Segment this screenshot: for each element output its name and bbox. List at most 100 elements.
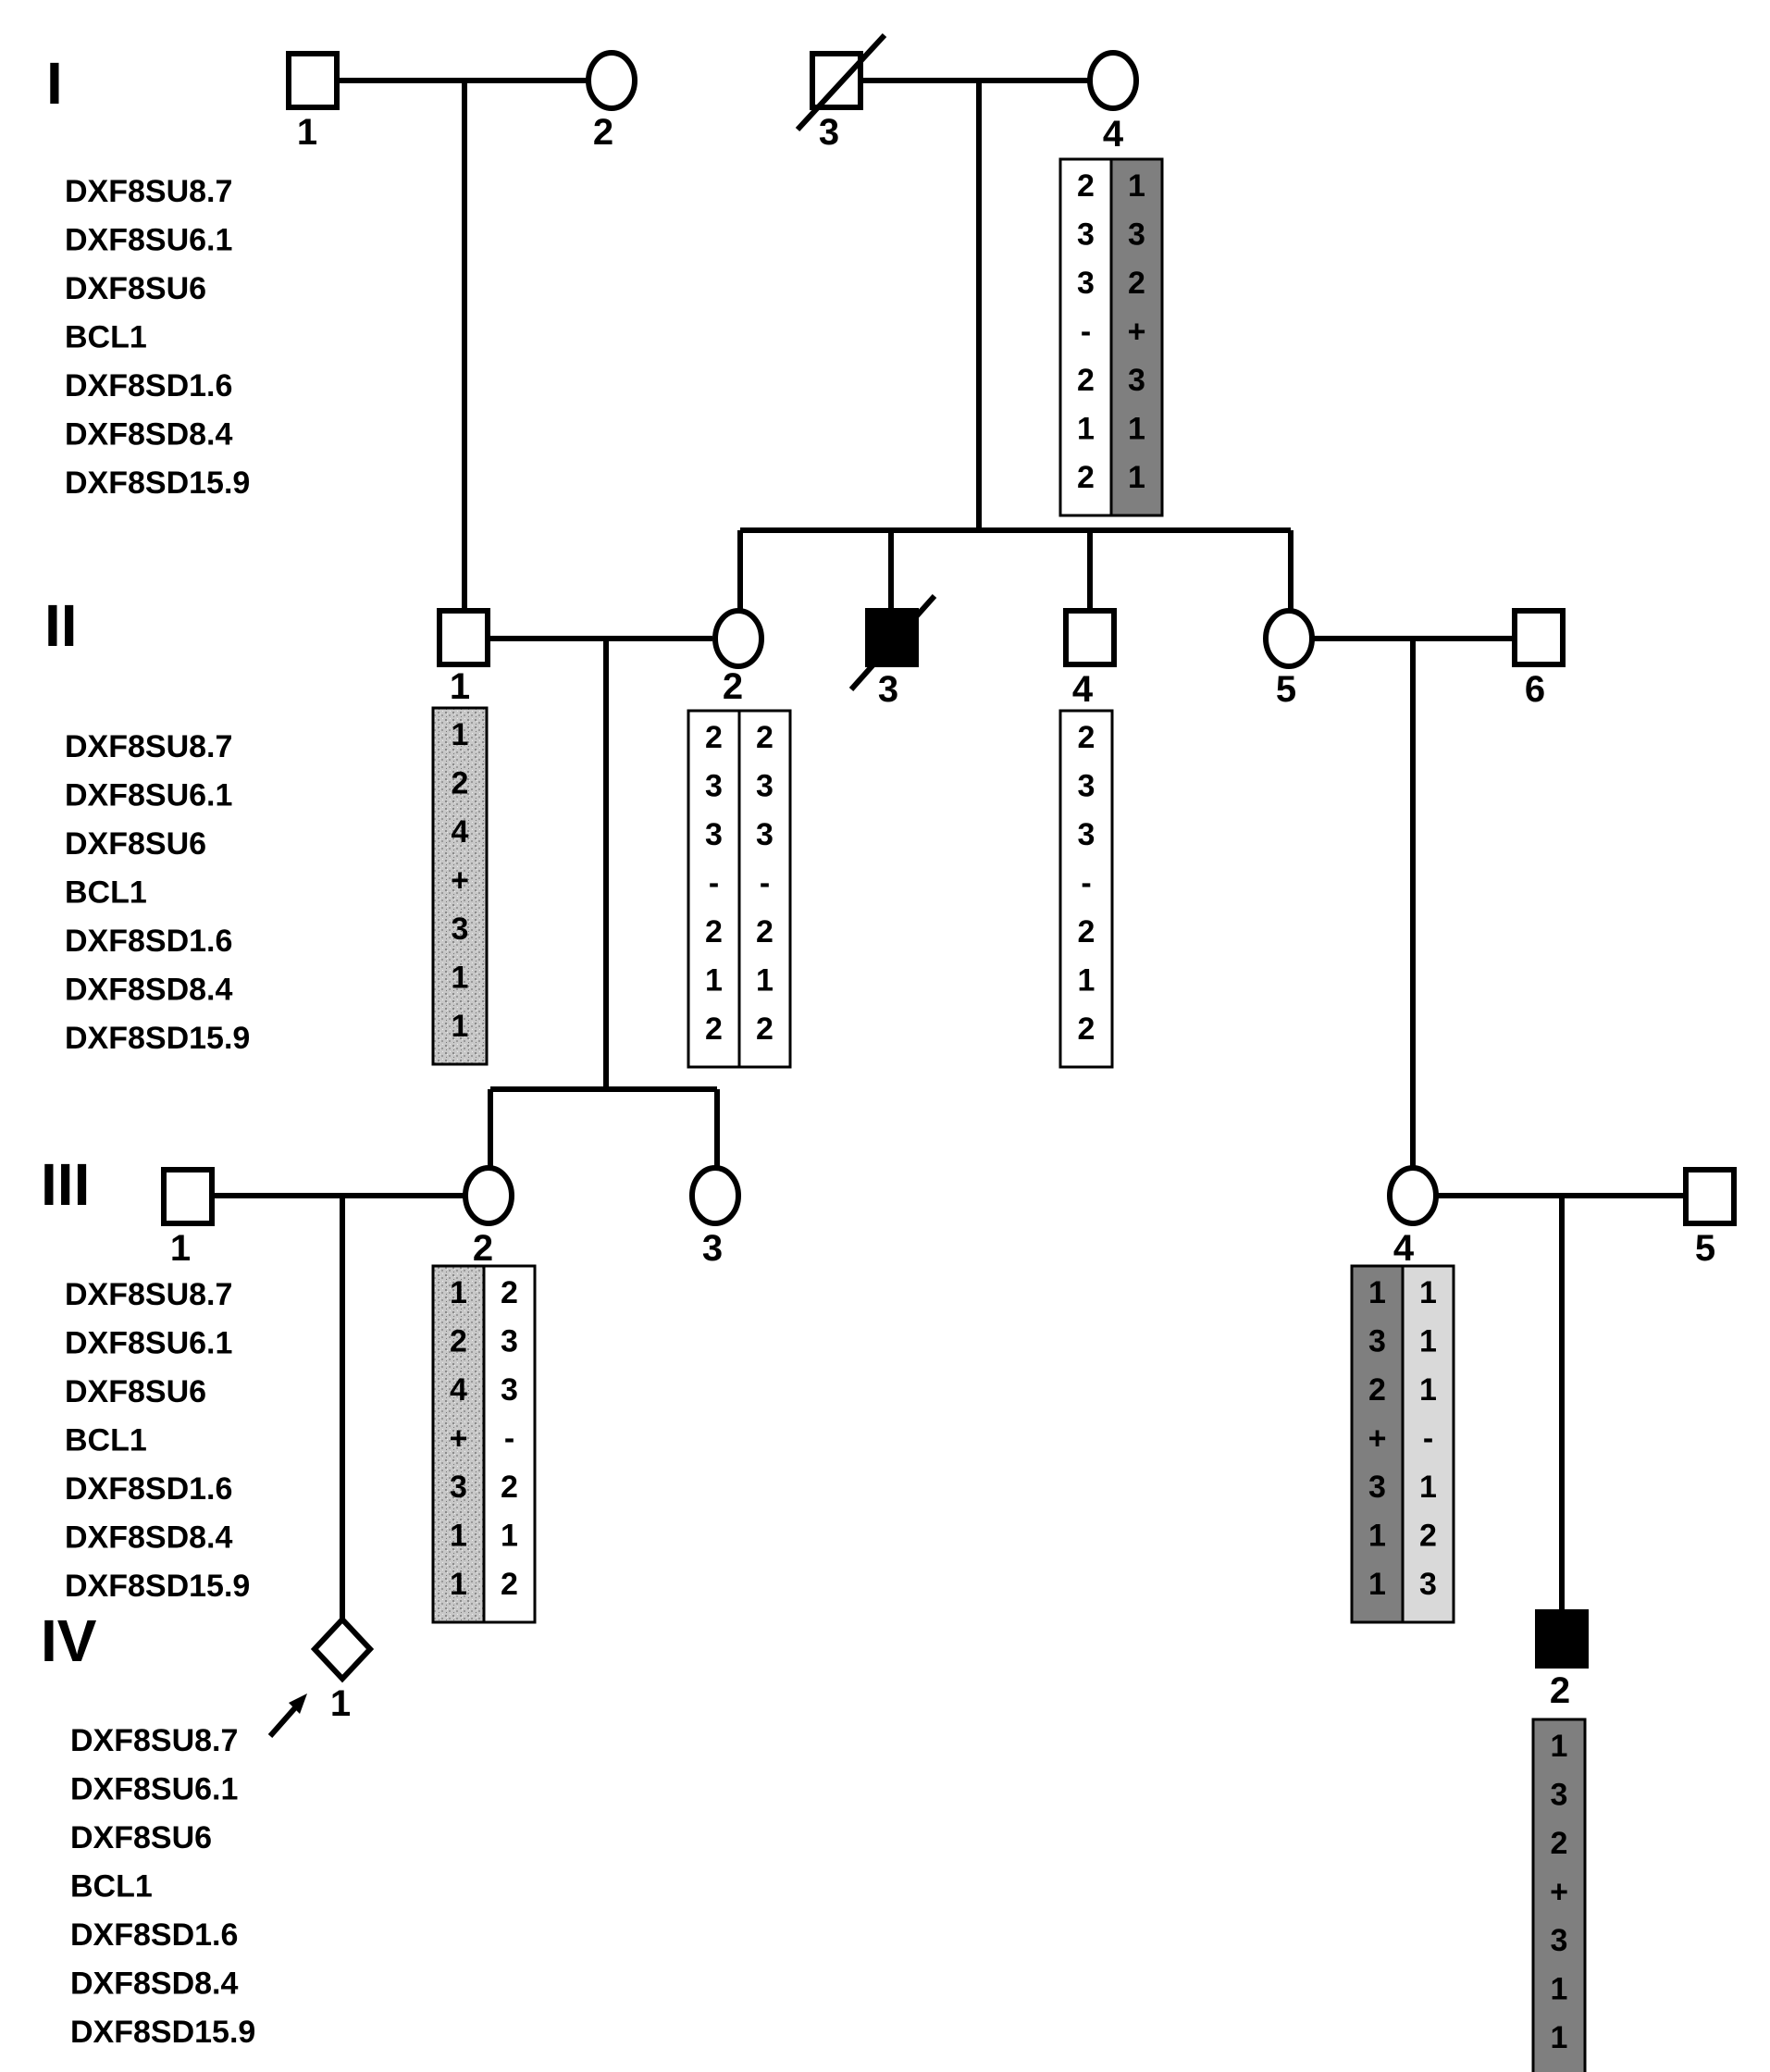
allele-value: + (1550, 1875, 1568, 1910)
generation-labels: I II III IV (41, 50, 97, 1674)
marker-label: DXF8SU8.7 (65, 1277, 232, 1312)
allele-value: 2 (756, 914, 774, 949)
allele-value: 3 (501, 1372, 518, 1408)
allele-value: 2 (1551, 1826, 1568, 1861)
marker-label: DXF8SD15.9 (70, 2015, 255, 2050)
haplotype-column-speckled (431, 1264, 486, 1624)
individual-IV-2-affected-male-symbol[interactable] (1535, 1609, 1589, 1669)
haplotype-column-white (1058, 157, 1113, 517)
proband-arrow-icon (267, 1694, 307, 1738)
marker-label: DXF8SU6.1 (65, 1326, 232, 1361)
allele-value: 1 (1419, 1470, 1437, 1505)
individual-number-I-2: 2 (593, 112, 613, 153)
marker-list-gen-III: DXF8SU8.7DXF8SU6.1DXF8SU6BCL1DXF8SD1.6DX… (65, 1277, 250, 1604)
haplotype-column-white (1058, 709, 1114, 1069)
haplotype-box-II-1: 124+311 (431, 706, 489, 1066)
individual-III-2-female-symbol[interactable] (463, 1165, 514, 1226)
marker-label: DXF8SU6.1 (70, 1772, 238, 1807)
allele-value: 1 (452, 717, 469, 752)
allele-value: 3 (756, 817, 774, 852)
marker-label: DXF8SD8.4 (70, 1967, 238, 2002)
marker-label: DXF8SU6 (65, 271, 206, 306)
individual-II-3-affected-male-symbol[interactable] (865, 608, 919, 667)
allele-value: 1 (1551, 2020, 1568, 2055)
individual-I-4-female-symbol[interactable] (1087, 50, 1139, 111)
individual-III-4-female-symbol[interactable] (1387, 1165, 1439, 1226)
individual-III-3-female-symbol[interactable] (689, 1165, 741, 1226)
allele-value: 3 (1128, 363, 1145, 398)
individual-II-1-male-symbol[interactable] (437, 608, 490, 667)
allele-value: 1 (1368, 1519, 1386, 1554)
allele-value: 3 (1419, 1567, 1437, 1602)
haplotype-boxes: 233-212132+311124+311233-212233-212233-2… (431, 157, 1587, 2072)
allele-value: 2 (452, 766, 469, 801)
marker-label: DXF8SD8.4 (65, 973, 232, 1008)
generation-label-IV: IV (41, 1607, 97, 1674)
pedigree-lines (211, 78, 1686, 1619)
allele-value: 3 (1077, 266, 1095, 301)
allele-value: 1 (450, 1567, 467, 1602)
allele-value: 3 (1551, 1778, 1568, 1813)
marker-label: DXF8SU8.7 (70, 1723, 238, 1758)
individual-II-5-female-symbol[interactable] (1263, 608, 1315, 669)
marker-label: DXF8SD15.9 (65, 465, 250, 501)
allele-value: 3 (1368, 1470, 1386, 1505)
marker-label: DXF8SU6 (70, 1820, 212, 1855)
haplotype-column-white (482, 1264, 537, 1624)
allele-value: - (1081, 315, 1091, 350)
individual-I-3-male-symbol[interactable] (810, 51, 863, 110)
allele-value: 1 (452, 961, 469, 996)
individual-I-1-male-symbol[interactable] (286, 51, 340, 110)
allele-value: 2 (1128, 266, 1145, 301)
allele-value: 3 (1078, 817, 1095, 852)
individual-II-6-male-symbol[interactable] (1512, 608, 1566, 667)
marker-lists: DXF8SU8.7DXF8SU6.1DXF8SU6BCL1DXF8SD1.6DX… (65, 174, 255, 2050)
allele-value: 2 (1077, 168, 1095, 204)
allele-value: 1 (1128, 460, 1145, 495)
individual-III-1-male-symbol[interactable] (161, 1167, 215, 1226)
allele-value: 2 (1368, 1372, 1386, 1408)
individual-number-I-3: 3 (819, 112, 839, 153)
marker-label: DXF8SD1.6 (65, 368, 232, 403)
individual-I-2-female-symbol[interactable] (586, 50, 637, 111)
marker-label: BCL1 (65, 875, 147, 911)
individual-number-I-4: 4 (1103, 114, 1124, 155)
individual-II-4-male-symbol[interactable] (1063, 608, 1117, 667)
allele-value: + (450, 1421, 468, 1457)
individual-III-5-male-symbol[interactable] (1683, 1167, 1737, 1226)
individual-number-III-3: 3 (702, 1228, 723, 1269)
allele-value: 1 (705, 963, 723, 999)
individual-IV-1-unknown-sex-symbol[interactable] (310, 1615, 375, 1683)
allele-value: 1 (1078, 963, 1095, 999)
individual-II-2-female-symbol[interactable] (712, 608, 764, 669)
haplotype-box-II-4: 233-212 (1058, 709, 1114, 1069)
marker-label: DXF8SD1.6 (65, 924, 232, 959)
individual-number-II-3: 3 (878, 669, 898, 710)
allele-value: 2 (1419, 1519, 1437, 1554)
individuals: 1 2 3 4 1 2 3 4 5 6 1 2 (161, 32, 1737, 1738)
allele-value: 1 (1419, 1372, 1437, 1408)
marker-label: DXF8SU8.7 (65, 174, 232, 209)
allele-value: 3 (705, 817, 723, 852)
allele-value: 1 (501, 1519, 518, 1554)
marker-label: DXF8SU8.7 (65, 729, 232, 764)
deceased-slash-II-3 (848, 594, 937, 691)
marker-list-gen-IV: DXF8SU8.7DXF8SU6.1DXF8SU6BCL1DXF8SD1.6DX… (70, 1723, 255, 2050)
allele-value: 1 (1077, 412, 1095, 447)
allele-value: - (760, 866, 770, 901)
allele-value: 3 (501, 1324, 518, 1359)
allele-value: - (504, 1421, 514, 1457)
individual-number-III-2: 2 (473, 1228, 493, 1269)
allele-value: - (1081, 866, 1091, 901)
allele-value: 2 (756, 720, 774, 755)
allele-value: 1 (1368, 1567, 1386, 1602)
haplotype-column-light (1401, 1264, 1455, 1624)
individual-number-III-1: 1 (170, 1228, 191, 1269)
marker-label: DXF8SD8.4 (65, 417, 232, 453)
allele-value: - (709, 866, 719, 901)
allele-value: + (1128, 315, 1146, 350)
allele-value: 1 (1419, 1324, 1437, 1359)
